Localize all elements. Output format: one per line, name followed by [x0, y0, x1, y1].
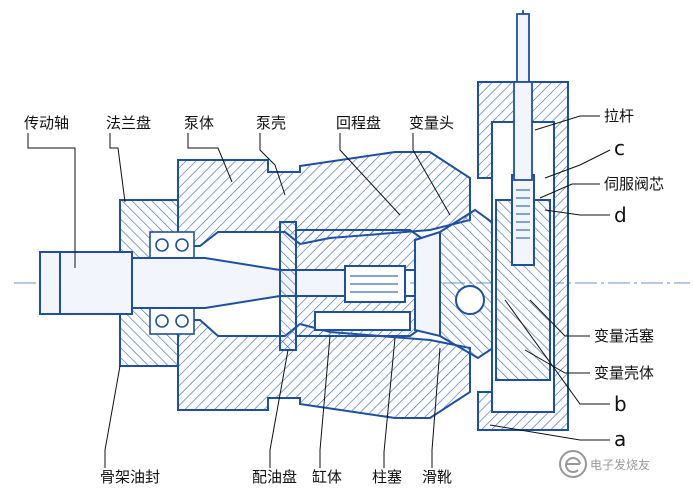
port-plate-part — [279, 221, 297, 351]
label-return-plate: 回程盘 — [336, 114, 381, 132]
leader-lines — [27, 115, 611, 468]
watermark-text: 电子发烧友 — [590, 457, 650, 472]
label-b: b — [614, 392, 627, 416]
label-drive-shaft: 传动轴 — [24, 114, 69, 132]
label-c: c — [614, 136, 625, 160]
label-plunger: 柱塞 — [372, 468, 402, 486]
swash-plate — [414, 208, 507, 360]
label-servo-spool: 伺服阀芯 — [604, 175, 664, 193]
label-a: a — [614, 427, 626, 451]
label-variable-housing: 变量壳体 — [594, 364, 654, 382]
label-variable-head: 变量头 — [409, 114, 454, 132]
label-variable-piston: 变量活塞 — [594, 327, 654, 345]
pull-rod-part — [513, 10, 533, 181]
label-slipper: 滑靴 — [422, 468, 452, 486]
pump-body — [177, 151, 471, 419]
e-logo-icon — [559, 450, 587, 478]
label-pull-rod: 拉杆 — [604, 107, 634, 125]
label-oil-seal: 骨架油封 — [100, 468, 160, 486]
cylinder-block — [295, 229, 431, 337]
label-d: d — [614, 203, 627, 227]
label-cylinder: 缸体 — [312, 468, 342, 486]
label-pump-shell: 泵壳 — [256, 114, 286, 132]
bearing-set — [149, 231, 195, 335]
label-port-plate: 配油盘 — [252, 468, 297, 486]
bottom-labels: 骨架油封 配油盘 缸体 柱塞 滑靴 — [100, 468, 452, 486]
label-pump-body: 泵体 — [184, 114, 214, 132]
label-flange: 法兰盘 — [106, 114, 151, 132]
right-labels: 拉杆 c 伺服阀芯 d 变量活塞 变量壳体 b a — [594, 107, 664, 451]
top-labels: 传动轴 法兰盘 泵体 泵壳 回程盘 变量头 — [24, 114, 454, 132]
watermark: 电子发烧友 — [559, 450, 650, 478]
